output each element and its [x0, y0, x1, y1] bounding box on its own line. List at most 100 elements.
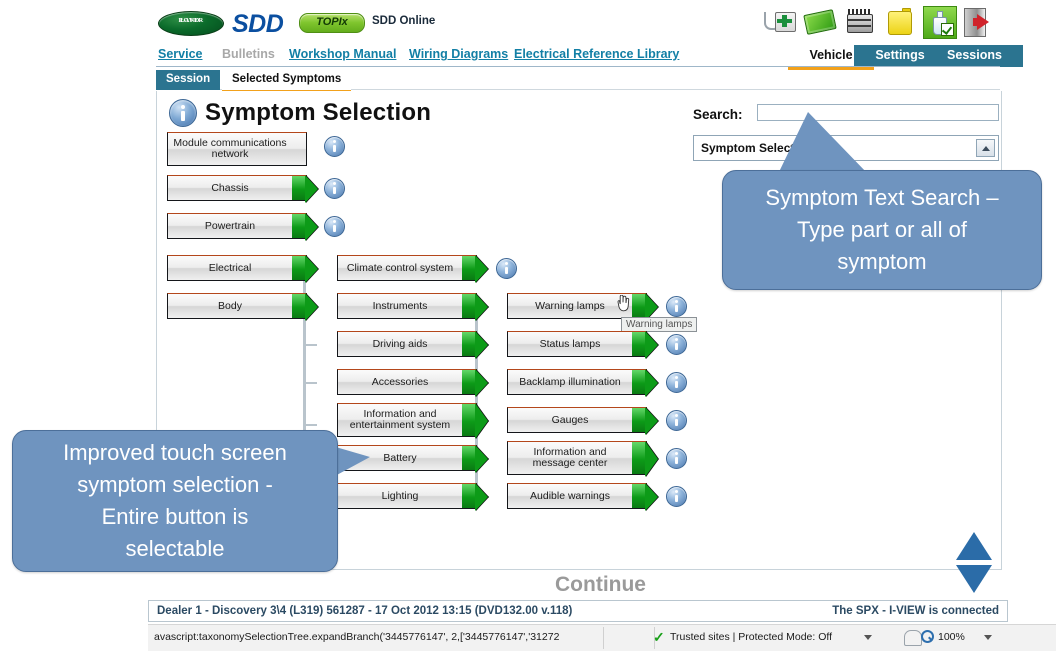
tree-button-instruments[interactable]: Instruments: [337, 293, 488, 321]
info-icon-gauges[interactable]: [666, 410, 687, 431]
tree-button-label: Powertrain: [204, 219, 256, 232]
magnifier-icon[interactable]: [921, 630, 934, 643]
tree-button-climate-control-system[interactable]: Climate control system: [337, 255, 488, 283]
green-arrow-icon: [645, 407, 658, 435]
tree-button-status-lamps[interactable]: Status lamps: [507, 331, 658, 359]
zoom-dropdown-icon[interactable]: [984, 635, 992, 640]
info-icon-chassis[interactable]: [324, 178, 345, 199]
scroll-arrows[interactable]: [952, 532, 996, 594]
app-header: LAND-ROVER SDD TOPIx SDD Online: [148, 0, 1023, 70]
tree-button-label: Chassis: [211, 181, 249, 194]
callout-line: symptom: [837, 249, 927, 274]
tree-button-label: Electrical: [208, 261, 252, 274]
tab-session[interactable]: Session: [156, 70, 221, 90]
scroll-up-arrow-icon[interactable]: [956, 532, 992, 560]
green-arrow-fill: [632, 442, 646, 474]
tree-button-driving-aids[interactable]: Driving aids: [337, 331, 488, 359]
tree-button-backlamp-illumination[interactable]: Backlamp illumination: [507, 369, 658, 397]
security-zone-label: Trusted sites | Protected Mode: Off: [670, 631, 833, 643]
topix-button[interactable]: TOPIx: [299, 13, 365, 33]
tree-button-label: Status lamps: [539, 337, 601, 350]
zoom-level-label[interactable]: 100%: [938, 631, 965, 643]
cross-horizontal: [777, 19, 792, 23]
info-icon-warning-lamps[interactable]: [666, 296, 687, 317]
green-arrow-fill: [462, 294, 476, 318]
exit-door-icon[interactable]: [963, 6, 995, 37]
green-arrow-icon: [475, 293, 488, 321]
info-icon-information-and-message-center[interactable]: [666, 448, 687, 469]
green-arrow-icon: [305, 213, 318, 241]
status-separators: [603, 627, 655, 649]
callout-line: Entire button is: [101, 504, 249, 529]
search-callout-text: Symptom Text Search – Type part or all o…: [723, 171, 1041, 289]
tree-button-label: Lighting: [381, 489, 419, 502]
header-divider: [156, 66, 1000, 67]
mouse-cursor-hand-icon: [615, 295, 630, 312]
green-arrow-fill: [292, 176, 306, 200]
land-rover-logo-icon: LAND-ROVER: [158, 11, 224, 36]
green-arrow-icon: [305, 175, 318, 203]
battery-fins: [848, 9, 870, 15]
continue-button[interactable]: Continue: [555, 573, 646, 596]
tree-button-label: Climate control system: [346, 261, 454, 274]
tree-button-information-and-message-center[interactable]: Information and message center: [507, 441, 658, 477]
land-rover-logo-text: LAND-ROVER: [178, 17, 204, 24]
nav-link-wiring-diagrams[interactable]: Wiring Diagrams: [409, 47, 509, 61]
green-arrow-fill: [632, 484, 646, 508]
green-arrow-fill: [632, 294, 646, 318]
tree-button-body[interactable]: Body: [167, 293, 318, 321]
tree-button-chassis[interactable]: Chassis: [167, 175, 318, 203]
scroll-up-icon[interactable]: [976, 139, 995, 157]
tree-button-powertrain[interactable]: Powertrain: [167, 213, 318, 241]
tree-button-lighting[interactable]: Lighting: [337, 483, 488, 511]
tab-settings[interactable]: Settings: [854, 45, 946, 67]
tab-sessions[interactable]: Sessions: [926, 45, 1023, 67]
nav-link-service[interactable]: Service: [158, 47, 203, 61]
sdd-wordmark: SDD: [232, 10, 284, 38]
info-icon-backlamp-illumination[interactable]: [666, 372, 687, 393]
check-icon: ✓: [653, 629, 665, 645]
connector-instruments-trunk: [475, 306, 478, 496]
info-icon-module-communications-network[interactable]: [324, 136, 345, 157]
green-arrow-icon: [475, 331, 488, 359]
tree-button-electrical[interactable]: Electrical: [167, 255, 318, 283]
connector-branch-5: [303, 424, 317, 426]
info-icon-climate-control-system[interactable]: [496, 258, 517, 279]
battery-icon[interactable]: [843, 6, 875, 37]
tab-selected-symptoms[interactable]: Selected Symptoms: [222, 70, 352, 93]
fluid-check-icon[interactable]: [923, 6, 957, 39]
green-arrow-icon: [305, 293, 318, 321]
privacy-lock-icon[interactable]: [904, 630, 922, 646]
tree-button-information-and-entertainment-system[interactable]: Information and entertainment system: [337, 403, 488, 439]
info-icon-powertrain[interactable]: [324, 216, 345, 237]
callout-line: Improved touch screen: [63, 440, 287, 465]
info-icon-audible-warnings[interactable]: [666, 486, 687, 507]
tree-button-gauges[interactable]: Gauges: [507, 407, 658, 435]
green-arrow-icon: [645, 369, 658, 397]
nav-link-workshop-manual[interactable]: Workshop Manual: [289, 47, 397, 61]
connector-electrical-trunk: [303, 268, 306, 486]
green-arrow-fill: [632, 370, 646, 394]
tree-button-module-communications-network[interactable]: Module communications network: [167, 132, 307, 166]
tree-button-accessories[interactable]: Accessories: [337, 369, 488, 397]
tree-button-label: Information and message center: [532, 446, 608, 469]
tree-button-audible-warnings[interactable]: Audible warnings: [507, 483, 658, 511]
application-status-bar: Dealer 1 - Discovery 3\4 (L319) 561287 -…: [148, 600, 1008, 622]
info-icon-status-lamps[interactable]: [666, 334, 687, 355]
tree-button-label: Information and entertainment system: [349, 408, 451, 431]
green-arrow-icon: [475, 445, 488, 473]
nav-link-electrical-reference-library[interactable]: Electrical Reference Library: [514, 47, 680, 61]
green-arrow-fill: [632, 332, 646, 356]
scroll-down-arrow-icon[interactable]: [956, 565, 992, 593]
green-arrow-fill: [462, 332, 476, 356]
first-aid-diagnostics-icon[interactable]: [763, 6, 796, 37]
green-card-icon[interactable]: [803, 6, 837, 37]
battery-line-1: [847, 19, 871, 21]
green-arrow-icon: [475, 483, 488, 511]
callout-line: Type part or all of: [797, 217, 967, 242]
fuel-can-icon[interactable]: [883, 6, 915, 37]
green-arrow-icon: [645, 331, 658, 359]
privacy-dropdown-icon[interactable]: [864, 635, 872, 640]
can-body: [888, 11, 912, 35]
